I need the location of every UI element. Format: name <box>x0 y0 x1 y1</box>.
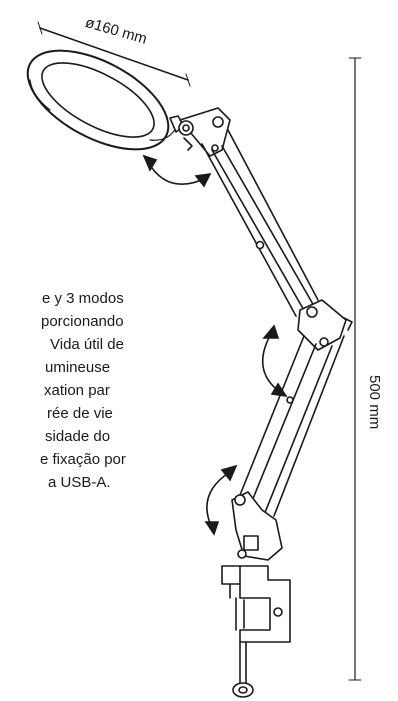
magnifier-ring <box>26 49 177 151</box>
description-line: Vida útil de <box>50 336 124 353</box>
description-line: xation par <box>44 382 110 399</box>
upper-arm <box>201 129 319 317</box>
desk-clamp <box>221 565 291 643</box>
elbow-joint <box>297 299 353 351</box>
description-line: umineuse <box>45 359 111 376</box>
lower-arm <box>237 335 345 521</box>
description-line: e fixação por <box>40 451 126 468</box>
height-label: 500 mm <box>366 375 383 430</box>
description-line: porcionando <box>41 313 124 330</box>
head-joint <box>169 107 231 157</box>
ring-dimension-line <box>37 21 191 87</box>
elbow-rotation-arrow <box>261 324 288 398</box>
height-dimension-line <box>348 57 362 681</box>
base-rotation-arrow <box>204 464 238 536</box>
head-rotation-arrow <box>142 154 212 188</box>
description-line: rée de vie <box>47 405 113 422</box>
description-line: e y 3 modos <box>42 290 124 307</box>
description-line: a USB-A. <box>48 474 111 491</box>
description-line: sidade do <box>45 428 111 445</box>
base-joint <box>231 491 283 561</box>
clamp-screw <box>232 641 254 698</box>
